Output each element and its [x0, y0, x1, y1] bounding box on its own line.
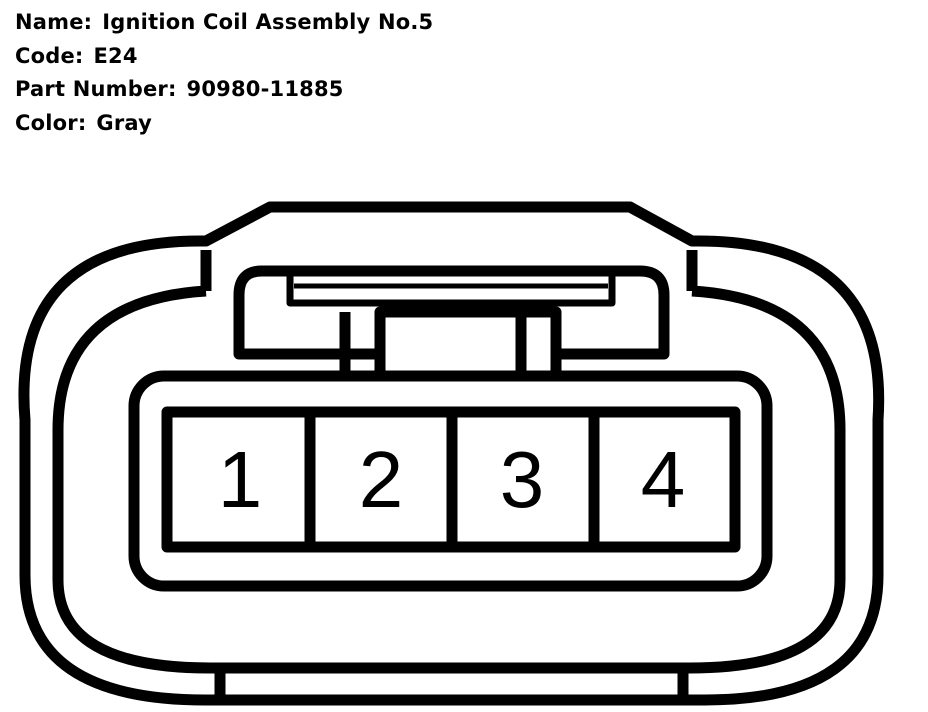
pin-label-1: 1	[218, 435, 263, 524]
code-value: E24	[93, 43, 138, 68]
name-value: Ignition Coil Assembly No.5	[102, 10, 434, 34]
pin-label-2: 2	[359, 435, 404, 524]
color-value: Gray	[96, 110, 153, 135]
part-number-value: 90980-11885	[186, 77, 344, 101]
code-row: Code: E24	[15, 40, 433, 74]
connector-latch-post-left	[339, 312, 386, 374]
connector-latch-post-right	[515, 312, 562, 374]
connector-latch	[233, 265, 670, 360]
name-row: Name: Ignition Coil Assembly No.5	[15, 6, 433, 40]
name-label: Name:	[15, 10, 93, 34]
color-label: Color:	[15, 110, 87, 135]
pin-label-3: 3	[500, 435, 545, 524]
part-number-label: Part Number:	[15, 77, 177, 101]
code-label: Code:	[15, 43, 84, 68]
pin-label-4: 4	[641, 435, 686, 524]
connector-latch-bar	[286, 269, 616, 307]
connector-inner-shell	[52, 250, 846, 674]
part-number-row: Part Number: 90980-11885	[15, 73, 433, 107]
connector-outer-shell	[18, 201, 885, 706]
connector-info: Name: Ignition Coil Assembly No.5 Code: E2…	[15, 6, 433, 140]
connector-terminal-frame	[128, 370, 773, 592]
color-row: Color: Gray	[15, 107, 433, 141]
